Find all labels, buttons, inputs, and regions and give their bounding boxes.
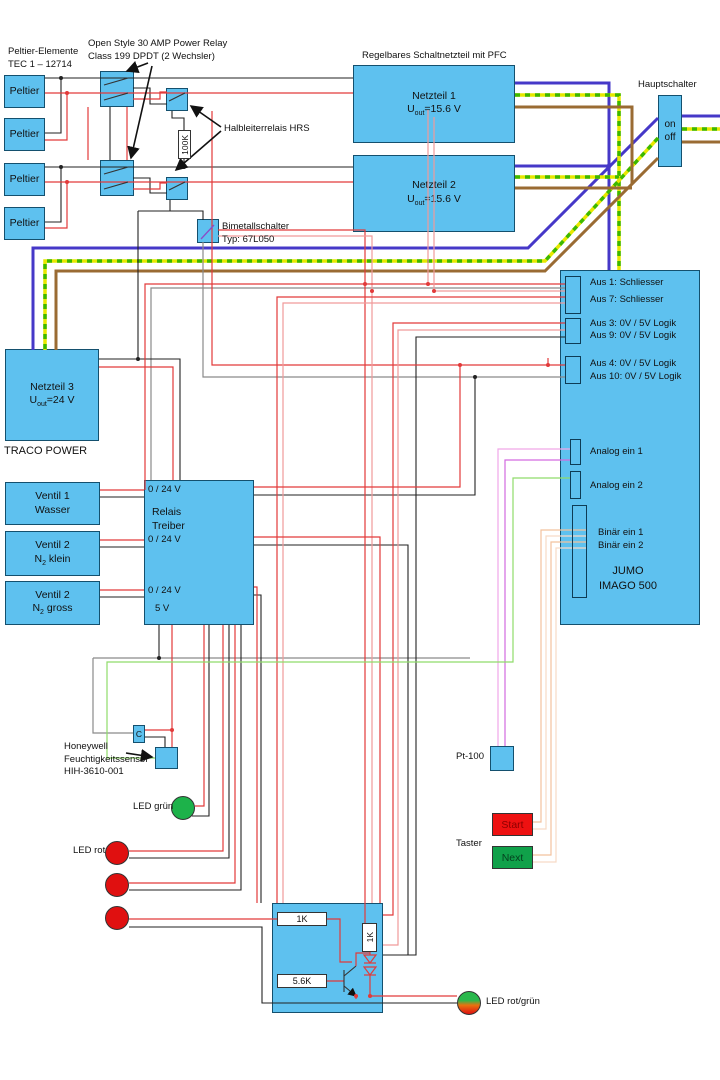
- peltier-box-3: Peltier: [4, 163, 45, 196]
- jumo-binaer2-label: Binär ein 2: [598, 540, 644, 551]
- jumo-connector-analog1: [570, 439, 581, 465]
- peltier-box-label: Peltier: [9, 172, 40, 185]
- next-button-label: Next: [501, 851, 524, 864]
- pt100-box: [490, 746, 514, 771]
- ventil-3-line1: Ventil 2: [35, 588, 70, 601]
- jumo-aus1-label: Aus 1: Schliesser: [590, 277, 664, 288]
- ventil-1-box: Ventil 1 Wasser: [5, 482, 100, 525]
- netzteil-1-title: Netzteil 1: [412, 89, 456, 102]
- jumo-aus4-label: Aus 4: 0V / 5V Logik: [590, 358, 677, 369]
- resistor-1k-h-label: 1K: [296, 914, 308, 924]
- c-sensor-box: C: [133, 725, 145, 743]
- resistor-5k6: 5.6K: [277, 974, 327, 988]
- relais-treiber-box: [144, 480, 254, 625]
- jumo-connector-aus3-9: [565, 318, 581, 344]
- next-button: Next: [492, 846, 533, 869]
- netzteil-3-value: Uout=24 V: [29, 394, 75, 409]
- peltier-box-4: Peltier: [4, 207, 45, 240]
- ventil-3-line2: N2 gross: [32, 602, 73, 617]
- resistor-100k: 100K: [178, 130, 191, 159]
- peltier-box-label: Peltier: [9, 127, 40, 140]
- led-rot-2: [105, 873, 129, 897]
- jumo-connector-aus1-7: [565, 276, 581, 314]
- jumo-connector-analog2: [570, 471, 581, 499]
- resistor-5k6-label: 5.6K: [292, 976, 312, 986]
- ventil-2-line1: Ventil 2: [35, 539, 70, 552]
- jumo-connector-binaer: [572, 505, 587, 598]
- c-sensor-label: C: [135, 729, 143, 739]
- jumo-analog2-label: Analog ein 2: [590, 480, 643, 491]
- ventil-2-line2: N2 klein: [34, 552, 71, 567]
- ventil-2-gross-box: Ventil 2 N2 gross: [5, 581, 100, 625]
- relais-5v-label: 5 V: [155, 603, 170, 614]
- hrs-caption: Halbleiterrelais HRS: [224, 123, 310, 134]
- jumo-analog1-label: Analog ein 1: [590, 446, 643, 457]
- jumo-imago-box: [560, 270, 700, 625]
- resistor-1k-vertical: 1K: [362, 923, 377, 952]
- jumo-aus10-label: Aus 10: 0V / 5V Logik: [590, 371, 682, 382]
- led-rot-gruen-label: LED rot/grün: [486, 996, 540, 1007]
- led-gruen: [171, 796, 195, 820]
- jumo-connector-aus4-10: [565, 356, 581, 384]
- led-rot-label: LED rot: [73, 845, 106, 856]
- ventil-1-line1: Ventil 1: [35, 489, 70, 502]
- relais-row3-label: 0 / 24 V: [148, 585, 181, 596]
- resistor-1k-v-label: 1K: [364, 932, 375, 943]
- power-relay-b: [100, 160, 134, 196]
- resistor-1k-horizontal: 1K: [277, 912, 327, 926]
- peltier-box-label: Peltier: [9, 84, 40, 97]
- led-rot-1: [105, 841, 129, 865]
- peltier-box-label: Peltier: [9, 216, 40, 229]
- netzteil-3-box: Netzteil 3 Uout=24 V: [5, 349, 99, 441]
- netzteil-1-value: Uout=15.6 V: [407, 103, 461, 118]
- jumo-aus3-label: Aus 3: 0V / 5V Logik: [590, 318, 677, 329]
- hauptschalter-box: on off: [658, 95, 682, 167]
- peltier-box-2: Peltier: [4, 118, 45, 151]
- jumo-binaer1-label: Binär ein 1: [598, 527, 644, 538]
- jumo-aus7-label: Aus 7: Schliesser: [590, 294, 664, 305]
- led-gruen-label: LED grün: [133, 801, 174, 812]
- pt100-label: Pt-100: [456, 751, 484, 762]
- traco-brand: TRACO POWER: [4, 445, 88, 457]
- led-rot-3: [105, 906, 129, 930]
- ventil-2-klein-box: Ventil 2 N2 klein: [5, 531, 100, 576]
- off-label: off: [664, 132, 676, 143]
- power-relay-a: [100, 71, 134, 107]
- resistor-100k-label: 100K: [179, 134, 190, 155]
- relais-row2-label: 0 / 24 V: [148, 534, 181, 545]
- start-button-label: Start: [501, 818, 524, 831]
- honeywell-sensor-box: [155, 747, 178, 769]
- pfc-caption: Regelbares Schaltnetzteil mit PFC: [362, 50, 507, 61]
- jumo-aus9-label: Aus 9: 0V / 5V Logik: [590, 330, 677, 341]
- netzteil-3-title: Netzteil 3: [30, 380, 74, 393]
- taster-label: Taster: [456, 838, 482, 849]
- ventil-1-line2: Wasser: [34, 503, 71, 516]
- led-rot-gruen: [457, 991, 481, 1015]
- hauptschalter-caption: Hauptschalter: [638, 79, 697, 90]
- on-label: on: [664, 119, 676, 130]
- relais-row1-label: 0 / 24 V: [148, 484, 181, 495]
- start-button: Start: [492, 813, 533, 836]
- peltier-box-1: Peltier: [4, 75, 45, 108]
